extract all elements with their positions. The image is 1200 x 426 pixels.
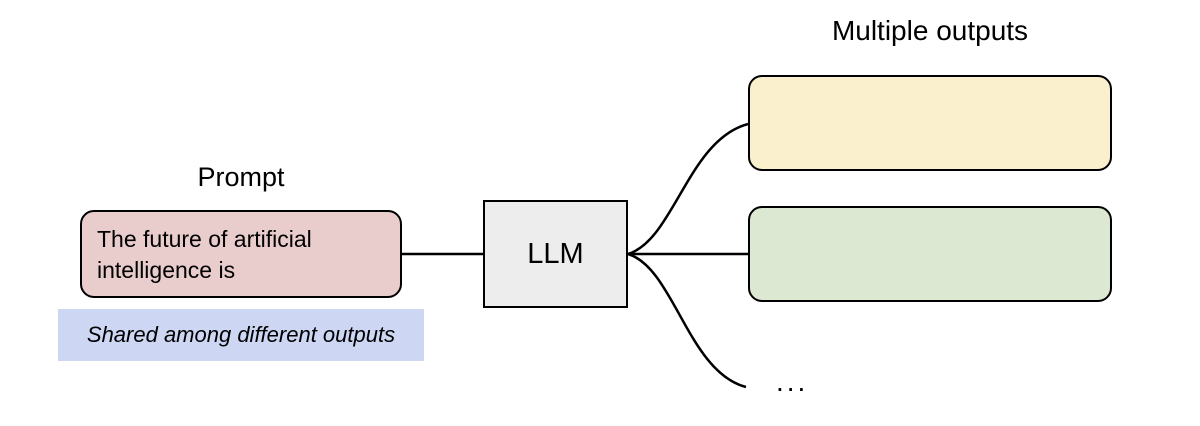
more-outputs-ellipsis: ... [776,366,809,397]
llm-box: LLM [483,200,628,308]
llm-label: LLM [527,237,584,270]
shared-note: Shared among different outputs [58,309,424,361]
prompt-title: Prompt [197,162,285,192]
prompt-text: The future of artificial intelligence is [97,226,312,283]
output-box-1 [748,75,1112,171]
shared-note-text: Shared among different outputs [86,322,396,347]
output-box-2 [748,206,1112,302]
prompt-box: The future of artificial intelligence is [80,210,402,298]
connector-llm-to-more [627,252,747,389]
outputs-title: Multiple outputs [831,15,1029,46]
connector-llm-to-output1 [627,122,749,256]
